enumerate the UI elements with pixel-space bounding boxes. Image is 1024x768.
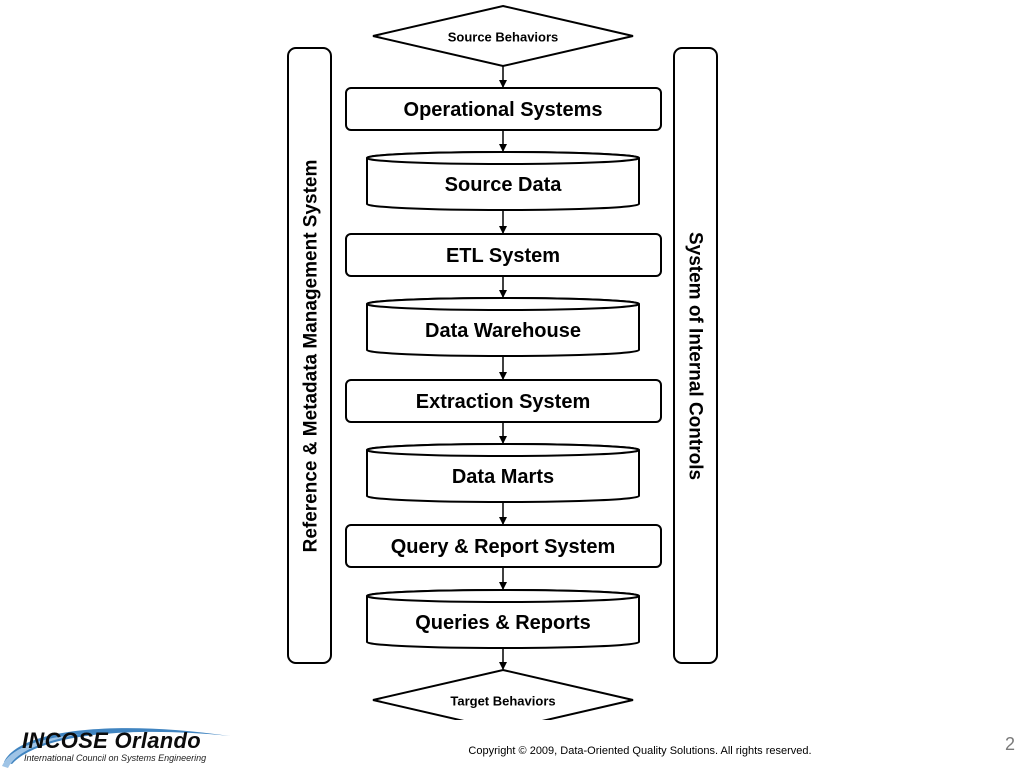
left-pillar: Reference & Metadata Management System xyxy=(287,47,332,664)
page-number: 2 xyxy=(1004,734,1015,754)
stage-label: Source Data xyxy=(445,174,563,196)
stage-label: Extraction System xyxy=(416,391,591,413)
stage-label: Queries & Reports xyxy=(415,612,591,634)
target-behaviors-diamond: Target Behaviors xyxy=(372,668,634,720)
right-pillar-label: System of Internal Controls xyxy=(685,232,706,480)
stage-extraction-system: Extraction System xyxy=(345,379,662,423)
target-behaviors-label: Target Behaviors xyxy=(450,694,555,709)
source-behaviors-label: Source Behaviors xyxy=(448,30,559,45)
incose-logo: INCOSE Orlando International Council on … xyxy=(0,720,250,768)
stage-query-and-report-system: Query & Report System xyxy=(345,524,662,568)
stage-data-warehouse: Data Warehouse xyxy=(366,297,640,357)
stage-operational-systems: Operational Systems xyxy=(345,87,662,131)
stage-label: Operational Systems xyxy=(404,99,603,121)
stage-etl-system: ETL System xyxy=(345,233,662,277)
left-pillar-label: Reference & Metadata Management System xyxy=(301,160,322,553)
stage-label: ETL System xyxy=(446,245,560,267)
logo-swoosh-icon xyxy=(2,728,230,768)
copyright-text: Copyright © 2009, Data-Oriented Quality … xyxy=(468,745,812,757)
stage-label: Data Warehouse xyxy=(425,320,581,342)
logo-name: INCOSE Orlando xyxy=(22,728,201,753)
flow-diagram: Reference & Metadata Management System S… xyxy=(287,4,718,720)
stage-queries-and-reports: Queries & Reports xyxy=(366,589,640,649)
stage-label: Data Marts xyxy=(452,466,554,488)
stage-label: Query & Report System xyxy=(391,536,616,558)
stage-data-marts: Data Marts xyxy=(366,443,640,503)
source-behaviors-diamond: Source Behaviors xyxy=(372,4,634,68)
logo-subtitle: International Council on Systems Enginee… xyxy=(24,753,207,763)
right-pillar: System of Internal Controls xyxy=(673,47,718,664)
stage-source-data: Source Data xyxy=(366,151,640,211)
